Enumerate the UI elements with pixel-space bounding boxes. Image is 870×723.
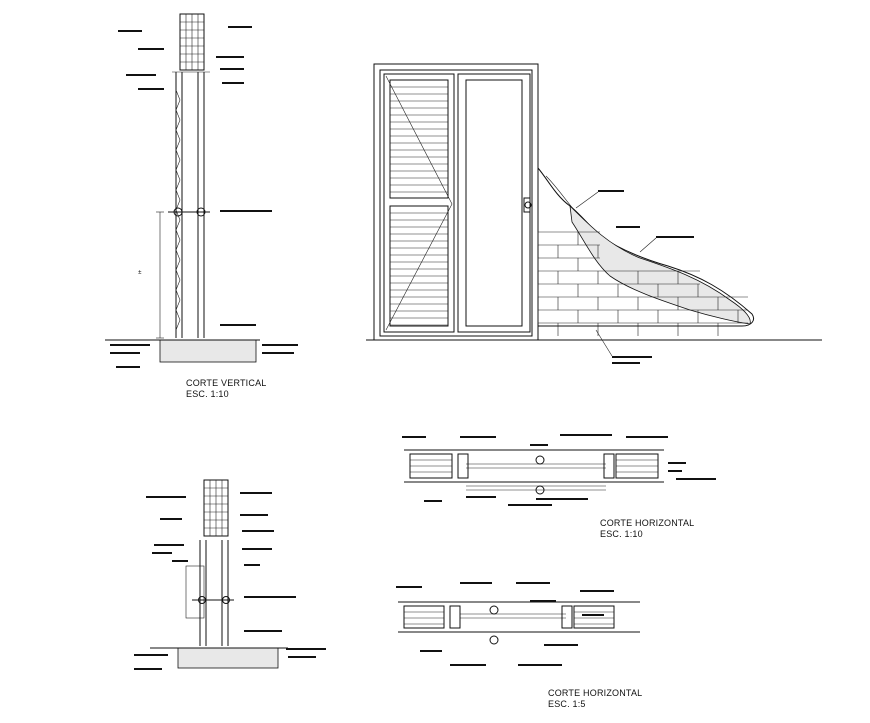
horizontal-section-1-caption: CORTE HORIZONTAL ESC. 1:10	[600, 518, 694, 540]
horizontal-section-2-title: CORTE HORIZONTAL	[548, 688, 643, 698]
horizontal-section-1-detail	[402, 434, 716, 506]
horizontal-section-2-scale: ESC. 1:5	[548, 699, 586, 709]
horizontal-section-2-detail	[396, 582, 640, 666]
horizontal-section-2-caption: CORTE HORIZONTAL ESC. 1:5	[548, 688, 642, 710]
vertical-section-detail: ±	[105, 13, 298, 368]
vertical-section-scale: ESC. 1:10	[186, 389, 229, 399]
vertical-section-title: CORTE VERTICAL	[186, 378, 267, 388]
svg-text:±: ±	[138, 269, 142, 276]
vertical-section-caption: CORTE VERTICAL ESC. 1:10	[186, 378, 267, 400]
vertical-section-small-detail	[134, 479, 326, 670]
door-elevation	[366, 63, 822, 364]
horizontal-section-1-title: CORTE HORIZONTAL	[600, 518, 695, 528]
horizontal-section-1-scale: ESC. 1:10	[600, 529, 643, 539]
